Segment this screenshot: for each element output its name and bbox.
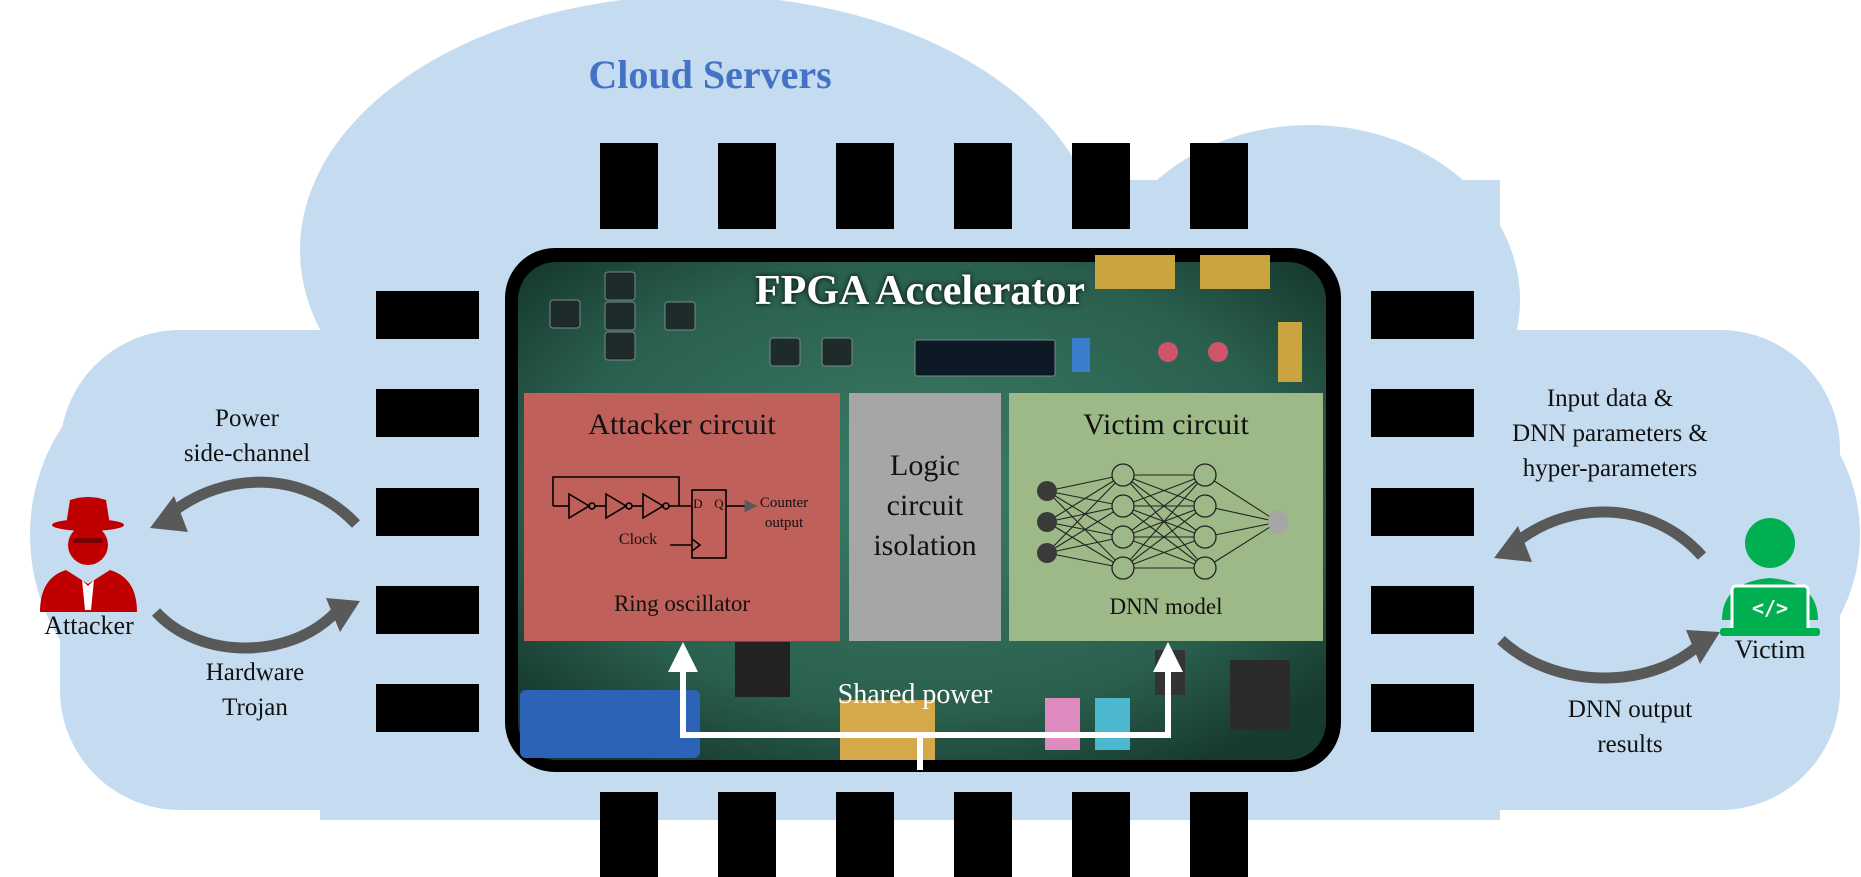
attacker-arrows bbox=[151, 476, 360, 654]
victim-icon bbox=[1720, 518, 1820, 636]
victim-arrows bbox=[1497, 506, 1707, 684]
isolation-label-1: Logic bbox=[890, 449, 960, 482]
ring-oscillator-label: Ring oscillator bbox=[613, 591, 751, 616]
counter-output-label-1: Counter bbox=[759, 495, 809, 511]
hardware-trojan-label-2: Trojan bbox=[222, 694, 288, 721]
attacker-icon-details bbox=[73, 538, 103, 610]
isolation-label-2: circuit bbox=[886, 489, 964, 522]
power-side-channel-label-2: side-channel bbox=[183, 440, 311, 467]
attacker-label: Attacker bbox=[44, 611, 134, 640]
victim-output-label-2: results bbox=[1597, 731, 1663, 758]
page-title: Cloud Servers bbox=[588, 52, 832, 97]
victim-label: Victim bbox=[1734, 635, 1806, 664]
flipflop-d-label: D bbox=[693, 496, 703, 511]
victim-circuit-title: Victim circuit bbox=[1083, 408, 1249, 441]
victim-input-label-2: DNN parameters & bbox=[1512, 420, 1708, 447]
victim-input-label-1: Input data & bbox=[1546, 385, 1674, 412]
hardware-trojan-label-1: Hardware bbox=[205, 659, 305, 686]
attacker-arrowheads bbox=[150, 496, 360, 632]
isolation-label-3: isolation bbox=[873, 529, 977, 562]
victim-icon-code-glyph: </> bbox=[1751, 596, 1789, 620]
shared-power-label: Shared power bbox=[837, 679, 993, 710]
victim-output-label-1: DNN output bbox=[1567, 696, 1693, 723]
fpga-title: FPGA Accelerator bbox=[754, 268, 1085, 314]
shared-power-arrowheads bbox=[668, 642, 1183, 672]
chip-pins bbox=[376, 143, 1474, 877]
victim-input-label-3: hyper-parameters bbox=[1522, 455, 1698, 482]
isolation-box bbox=[849, 393, 1001, 641]
flipflop-q-label: Q bbox=[714, 496, 724, 511]
attacker-circuit-title: Attacker circuit bbox=[588, 408, 776, 441]
clock-label: Clock bbox=[618, 531, 658, 548]
attacker-circuit-box bbox=[524, 393, 840, 641]
dnn-model-label: DNN model bbox=[1109, 594, 1223, 619]
ring-oscillator-schematic bbox=[552, 476, 758, 559]
shared-power-arrows bbox=[680, 668, 1171, 770]
victim-arrowheads bbox=[1494, 526, 1720, 664]
counter-output-label-2: output bbox=[764, 515, 804, 531]
dnn-network bbox=[1037, 463, 1288, 580]
power-side-channel-label-1: Power bbox=[215, 405, 279, 432]
